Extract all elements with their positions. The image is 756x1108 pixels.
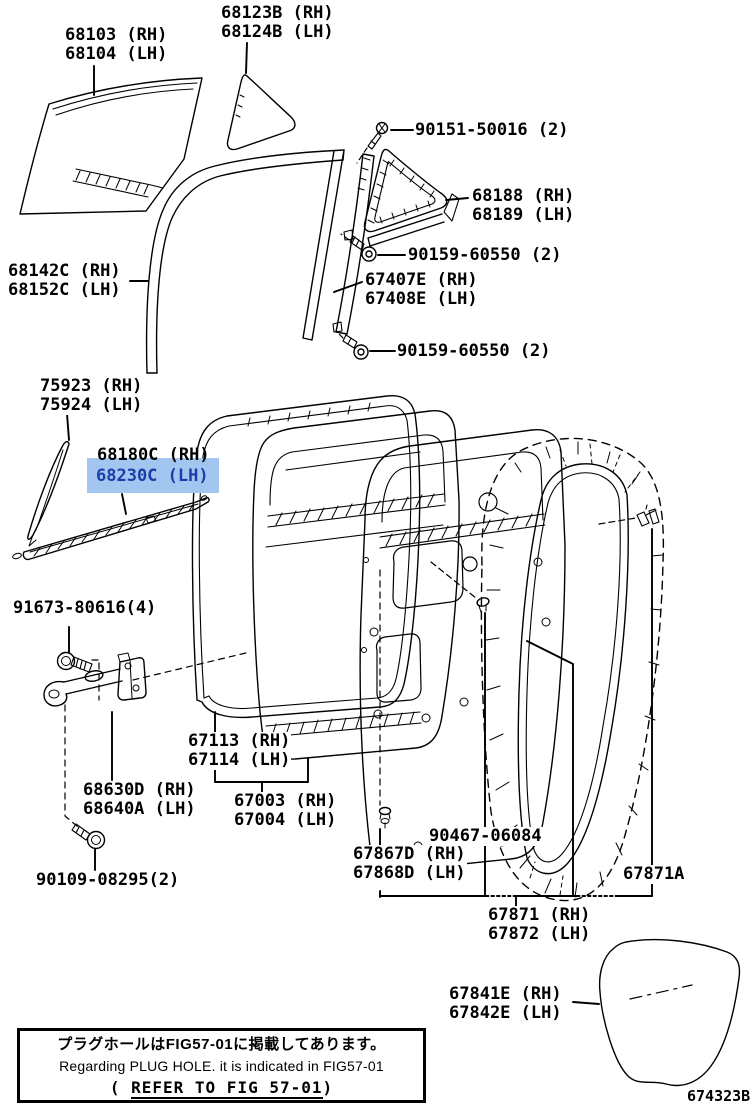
part-label-67407E[interactable]: 67407E (RH) 67408E (LH) bbox=[364, 270, 479, 309]
dashed-relation-lines bbox=[64, 147, 637, 828]
part-label-90109[interactable]: 90109-08295(2) bbox=[35, 870, 181, 890]
quarter-weatherstrip-drawing bbox=[363, 148, 460, 247]
part-label-68230C-selected[interactable]: 68230C (LH) bbox=[96, 466, 209, 486]
door-panel-drawing bbox=[252, 409, 460, 760]
service-hole-cover-drawing bbox=[598, 938, 741, 1087]
part-label-90159-lower[interactable]: 90159-60550 (2) bbox=[396, 341, 552, 361]
part-label-90159-upper[interactable]: 90159-60550 (2) bbox=[407, 245, 563, 265]
clip-67867D-icon bbox=[378, 806, 392, 829]
part-label-68123B[interactable]: 68123B (RH) 68124B (LH) bbox=[220, 3, 335, 42]
door-weatherstrip-loop-drawing bbox=[517, 463, 629, 875]
part-label-90467[interactable]: 90467-06084 bbox=[428, 826, 543, 846]
part-label-67871[interactable]: 67871 (RH) 67872 (LH) bbox=[487, 905, 592, 944]
part-label-67867D[interactable]: 67867D (RH) 67868D (LH) bbox=[352, 844, 467, 883]
quarter-glass-drawing bbox=[226, 74, 296, 151]
door-outer-panel-dashed-drawing bbox=[480, 437, 665, 902]
door-check-drawing bbox=[43, 652, 147, 707]
figure-code: 674323B bbox=[687, 1087, 751, 1105]
plug-hole-note-box: プラグホールはFIG57-01に掲載してあります。 Regarding PLUG… bbox=[17, 1028, 426, 1103]
clip-67871A-icon bbox=[636, 504, 660, 527]
part-label-68630D[interactable]: 68630D (RH) 68640A (LH) bbox=[82, 780, 197, 819]
part-label-90151[interactable]: 90151-50016 (2) bbox=[414, 120, 570, 140]
note-line-english: Regarding PLUG HOLE. it is indicated in … bbox=[59, 1058, 384, 1074]
part-label-67113[interactable]: 67113 (RH) 67114 (LH) bbox=[187, 731, 292, 770]
door-frame-loop-drawing bbox=[191, 394, 421, 719]
division-bar-drawing bbox=[332, 153, 375, 335]
part-label-68188[interactable]: 68188 (RH) 68189 (LH) bbox=[471, 186, 576, 225]
refer-underlined-text: REFER TO FIG 57-01 bbox=[131, 1078, 323, 1099]
part-label-67871A[interactable]: 67871A bbox=[622, 864, 686, 884]
note-line-refer: ( REFER TO FIG 57-01) bbox=[109, 1078, 334, 1099]
screw-90159-upper-icon bbox=[349, 235, 377, 262]
part-label-68180C[interactable]: 68180C (RH) bbox=[97, 445, 210, 465]
note-line-japanese: プラグホールはFIG57-01に掲載してあります。 bbox=[57, 1036, 386, 1053]
bolt-90109-icon bbox=[71, 823, 106, 850]
black-tape-drawing bbox=[27, 440, 70, 547]
selected-part-highlight bbox=[87, 458, 219, 493]
part-label-75923[interactable]: 75923 (RH) 75924 (LH) bbox=[39, 376, 144, 415]
belt-moulding-drawing bbox=[12, 495, 210, 561]
part-label-91673[interactable]: 91673-80616(4) bbox=[12, 598, 158, 618]
part-label-68103[interactable]: 68103 (RH) 68104 (LH) bbox=[64, 25, 169, 64]
bolt-91673-icon bbox=[56, 651, 93, 673]
part-label-67003[interactable]: 67003 (RH) 67004 (LH) bbox=[233, 791, 338, 830]
door-inner-panel-drawing bbox=[359, 429, 566, 872]
run-channel-drawing bbox=[145, 149, 345, 374]
clip-90467-icon bbox=[476, 597, 490, 613]
screw-90151-icon bbox=[367, 121, 389, 150]
door-glass-drawing bbox=[19, 77, 203, 215]
leader-lines bbox=[66, 42, 653, 1005]
screw-90159-lower-icon bbox=[342, 334, 369, 360]
part-label-68142C[interactable]: 68142C (RH) 68152C (LH) bbox=[7, 261, 122, 300]
part-label-67841E[interactable]: 67841E (RH) 67842E (LH) bbox=[448, 984, 563, 1023]
